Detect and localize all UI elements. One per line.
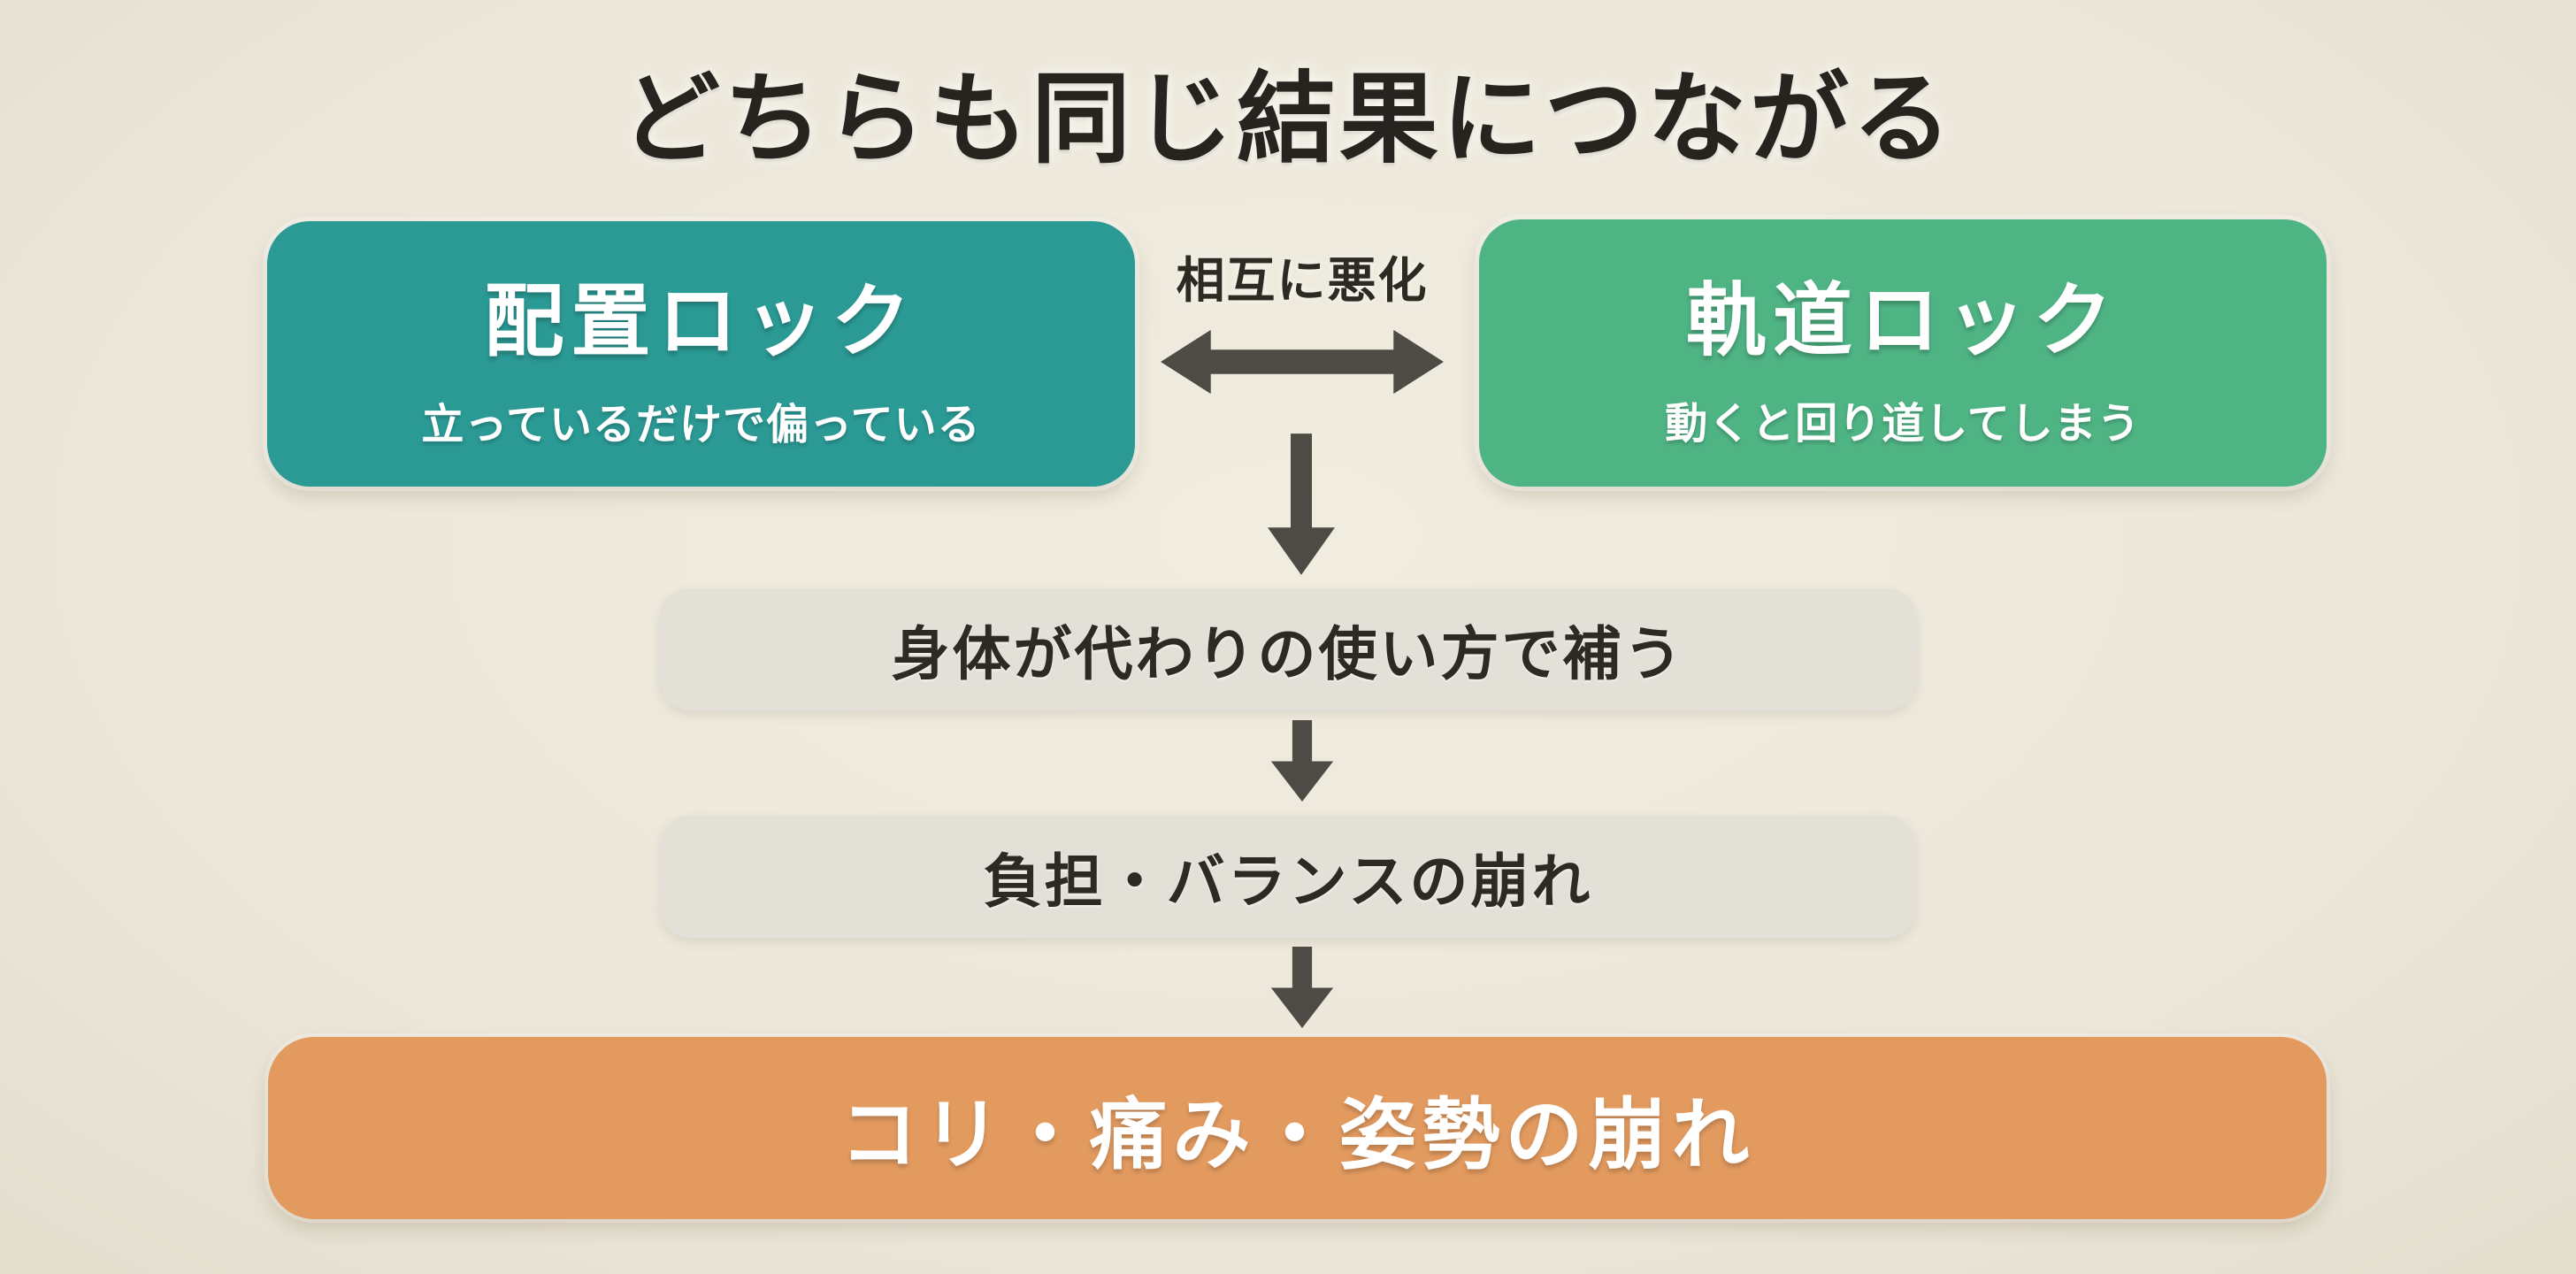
page-title: どちらも同じ結果につながる: [621, 64, 1955, 174]
placement-lock-title: 配置ロック: [484, 278, 918, 366]
placement-lock-subtitle: 立っているだけで偏っている: [421, 402, 981, 449]
trajectory-lock-box: 軌道ロック 動くと回り道してしまう: [1479, 219, 2327, 487]
flow-step-imbalance: 負担・バランスの崩れ: [660, 816, 1916, 938]
down-arrow-icon: [1270, 947, 1334, 1028]
flow-result-box: コリ・痛み・姿勢の崩れ: [268, 1037, 2327, 1219]
down-arrow-icon: [1270, 720, 1334, 802]
double-arrow-icon: [1161, 329, 1444, 395]
relation-label: 相互に悪化: [1176, 253, 1429, 308]
trajectory-lock-subtitle: 動くと回り道してしまう: [1665, 401, 2141, 448]
flow-step-compensation: 身体が代わりの使い方で補う: [660, 588, 1916, 710]
placement-lock-box: 配置ロック 立っているだけで偏っている: [267, 221, 1135, 487]
down-arrow-icon: [1268, 434, 1335, 575]
trajectory-lock-title: 軌道ロック: [1686, 277, 2120, 365]
